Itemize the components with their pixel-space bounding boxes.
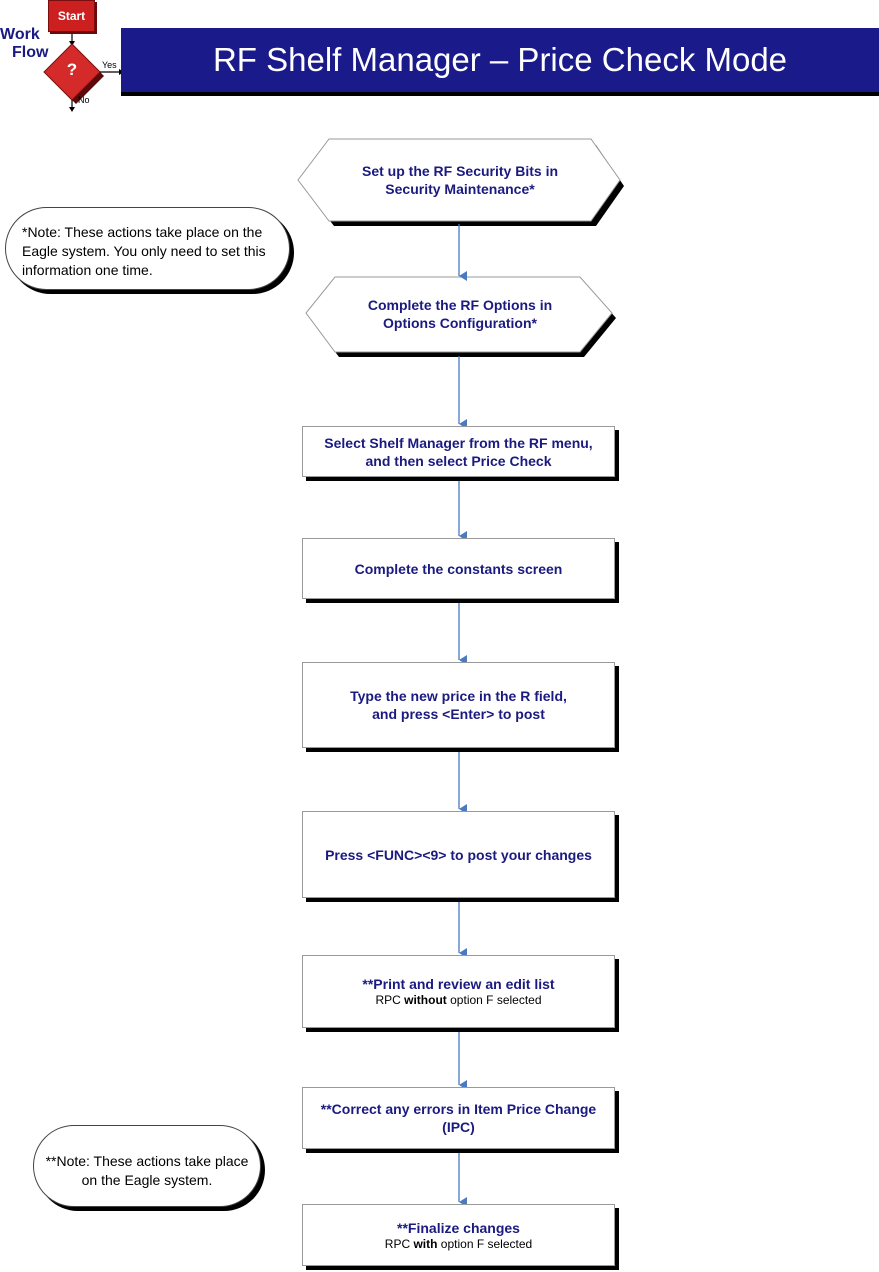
note-1-text: *Note: These actions take place on the E… [22,224,266,278]
page-title-banner: RF Shelf Manager – Price Check Mode [121,28,879,92]
step-3-text: Select Shelf Manager from the RF menu, a… [324,434,593,469]
page-title: RF Shelf Manager – Price Check Mode [212,41,788,78]
note-1: *Note: These actions take place on the E… [5,207,290,290]
step-9-sub-post: option F selected [437,1236,533,1251]
step-7-sub-post: option F selected [446,993,542,1007]
workflow-title-line2: Flow [12,44,49,61]
step-7-box: **Print and review an edit list RPC with… [302,955,615,1028]
step-1-text: Set up the RF Security Bits in Security … [361,163,559,197]
step-9-subtitle: RPC with option F selected [385,1237,532,1252]
step-2-hexagon [305,276,613,353]
step-3-box: Select Shelf Manager from the RF menu, a… [302,426,615,477]
step-2-text: Complete the RF Options in Options Confi… [367,297,553,331]
step-1-hexagon [297,138,621,222]
note-2: **Note: These actions take place on the … [33,1125,261,1207]
step-9-sub-bold: with [413,1236,438,1251]
step-4-text: Complete the constants screen [354,560,563,577]
decision-symbol: ? [66,60,78,79]
step-7-title: **Print and review an edit list [362,976,555,992]
workflow-title: Work Flow [0,26,56,62]
start-label: Start [48,0,95,32]
step-6-text: Press <FUNC><9> to post your changes [325,846,592,863]
step-9-box: **Finalize changes RPC with option F sel… [302,1204,615,1266]
step-7-subtitle: RPC without option F selected [375,993,541,1008]
workflow-logo-graphic [43,30,124,112]
step-8-box: **Correct any errors in Item Price Chang… [302,1087,615,1149]
step-5-text: Type the new price in the R field, and p… [350,688,567,722]
step-8-text: **Correct any errors in Item Price Chang… [320,1101,597,1135]
step-7-sub-bold: without [404,993,447,1007]
note-2-text: **Note: These actions take place on the … [45,1153,249,1188]
step-7-sub-pre: RPC [375,993,405,1007]
step-4-box: Complete the constants screen [302,538,615,599]
no-label: No [78,95,90,105]
yes-label: Yes [102,60,117,70]
workflow-logo: Start Work Flow ? Yes No [0,0,125,115]
step-9-sub-pre: RPC [384,1236,414,1251]
step-6-box: Press <FUNC><9> to post your changes [302,811,615,898]
step-9-title: **Finalize changes [397,1219,520,1236]
step-5-box: Type the new price in the R field, and p… [302,662,615,748]
workflow-title-line1: Work [0,26,40,43]
